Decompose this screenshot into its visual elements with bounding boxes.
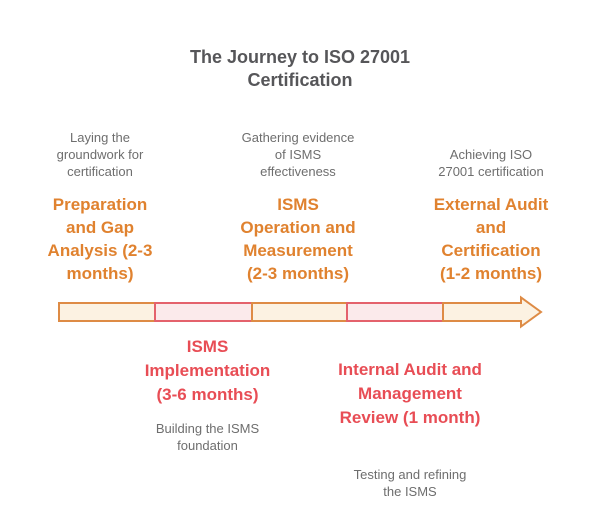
phase-heading: Internal Audit and Management Review (1 … <box>338 360 482 427</box>
phase-heading: ISMS Implementation (3-6 months) <box>144 337 271 404</box>
timeline-segment-3 <box>251 302 348 322</box>
phase-heading: ISMS Operation and Measurement (2-3 mont… <box>240 195 356 283</box>
diagram-title: The Journey to ISO 27001 Certification <box>189 47 411 90</box>
phase-heading: External Audit and Certification (1-2 mo… <box>433 195 549 283</box>
phase-caption: Laying the groundwork for certification <box>56 130 144 179</box>
phase-caption-box: Gathering evidence of ISMS effectiveness <box>218 120 378 180</box>
phase-internal-audit-review: Internal Audit and Management Review (1 … <box>305 358 515 500</box>
phase-preparation-gap-analysis: Laying the groundwork for certification … <box>20 120 180 285</box>
phase-caption: Testing and refining the ISMS <box>353 467 467 499</box>
phase-caption-box: Achieving ISO 27001 certification <box>411 120 571 180</box>
phase-caption: Achieving ISO 27001 certification <box>438 147 544 179</box>
phase-external-audit-certification: Achieving ISO 27001 certification Extern… <box>411 120 571 285</box>
timeline-arrow <box>58 295 543 329</box>
phase-caption: Building the ISMS foundation <box>155 421 260 453</box>
timeline-segment-4 <box>346 302 444 322</box>
timeline-segment-5-arrowhead <box>442 295 543 329</box>
phase-caption: Gathering evidence of ISMS effectiveness <box>241 130 355 179</box>
phase-isms-operation-measurement: Gathering evidence of ISMS effectiveness… <box>218 120 378 285</box>
timeline-segment-1 <box>58 302 156 322</box>
phase-caption-box: Laying the groundwork for certification <box>20 120 180 180</box>
timeline-segment-2 <box>154 302 253 322</box>
phase-heading: Preparation and Gap Analysis (2-3 months… <box>47 195 153 283</box>
phase-isms-implementation: ISMS Implementation (3-6 months) Buildin… <box>115 335 300 454</box>
